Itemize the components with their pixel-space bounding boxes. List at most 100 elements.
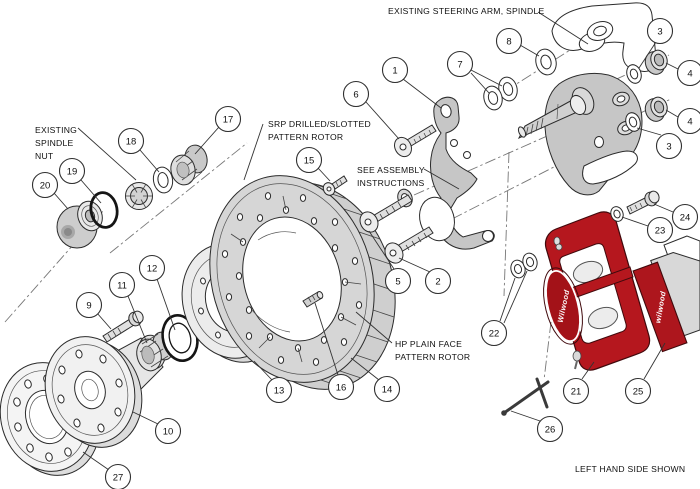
callout-number-15: 15 <box>304 155 315 166</box>
centerline <box>503 151 510 297</box>
callout-circle-3-btm <box>655 132 683 160</box>
callout-number-21: 21 <box>571 386 582 397</box>
callout-18: 18 <box>117 127 160 173</box>
hub-bolt <box>102 310 144 343</box>
callout-17: 17 <box>194 105 242 155</box>
callout-circle-27 <box>104 463 132 489</box>
callout-circle-5 <box>384 267 412 295</box>
callout-circle-11 <box>108 271 136 299</box>
callout-number-13: 13 <box>274 385 285 396</box>
callout-15: 15 <box>295 146 331 182</box>
callout-6: 6 <box>342 80 400 140</box>
callout-24: 24 <box>653 203 699 231</box>
callout-4-btm: 4 <box>665 107 700 135</box>
callout-circle-24 <box>671 203 699 231</box>
callout-20: 20 <box>31 171 69 210</box>
callout-11: 11 <box>108 271 148 344</box>
callout-5: 5 <box>368 230 412 295</box>
callout-22: 22 <box>480 270 528 347</box>
callout-circle-8 <box>495 27 523 55</box>
callout-circle-19 <box>58 157 86 185</box>
callout-26: 26 <box>510 410 564 443</box>
callout-number-4-top: 4 <box>687 68 692 79</box>
grease-seal <box>161 314 199 362</box>
callout-4-top: 4 <box>665 59 700 87</box>
label-leader <box>355 311 393 344</box>
callout-3-top: 3 <box>638 17 674 69</box>
shim-washers <box>510 252 538 279</box>
callout-circle-1 <box>381 56 409 84</box>
outer-bearing <box>170 144 208 186</box>
steering-knuckle <box>517 2 657 196</box>
callout-number-12: 12 <box>147 263 158 274</box>
callout-1: 1 <box>381 56 442 109</box>
cotter-pin <box>501 377 550 416</box>
callout-number-7: 7 <box>457 59 462 70</box>
callout-number-10: 10 <box>163 426 174 437</box>
hub <box>44 334 166 448</box>
callout-number-8: 8 <box>506 36 511 47</box>
callout-circle-22 <box>480 319 508 347</box>
callout-circle-9 <box>75 291 103 319</box>
callout-circle-12 <box>138 254 166 282</box>
spindle-washer <box>152 166 174 194</box>
callout-circle-4-top <box>676 59 700 87</box>
callout-number-16: 16 <box>336 382 347 393</box>
label-leader <box>423 168 460 190</box>
label-leader <box>243 123 264 181</box>
callout-number-23: 23 <box>655 225 666 236</box>
label-left-hand-side-shown: LEFT HAND SIDE SHOWN <box>575 464 685 474</box>
callout-12: 12 <box>138 254 176 331</box>
callout-number-24: 24 <box>680 212 691 223</box>
callout-circle-20 <box>31 171 59 199</box>
callout-9: 9 <box>75 291 112 330</box>
callout-number-1: 1 <box>392 65 397 76</box>
caliper: Wilwood <box>543 211 651 371</box>
callout-number-9: 9 <box>86 300 91 311</box>
brake-pads: wilwood <box>632 235 700 353</box>
callout-number-26: 26 <box>545 424 556 435</box>
callout-number-17: 17 <box>223 114 234 125</box>
callout-circle-7 <box>446 50 474 78</box>
callout-circle-15 <box>295 146 323 174</box>
label-existing-steering-arm-spindle: EXISTING STEERING ARM, SPINDLE <box>388 6 545 16</box>
callout-number-11: 11 <box>117 280 127 291</box>
callout-number-5: 5 <box>395 276 400 287</box>
callout-27: 27 <box>82 451 132 489</box>
callout-number-19: 19 <box>67 166 78 177</box>
callout-7: 7 <box>446 50 503 94</box>
callout-circle-6 <box>342 80 370 108</box>
callout-circle-14 <box>373 375 401 403</box>
callout-3-btm: 3 <box>636 127 683 160</box>
callout-circle-2 <box>424 267 452 295</box>
callout-13: 13 <box>253 360 293 404</box>
callout-25: 25 <box>624 342 666 405</box>
callout-number-3-btm: 3 <box>666 141 671 152</box>
callout-circle-16 <box>327 373 355 401</box>
callout-number-25: 25 <box>633 386 644 397</box>
spindle-nut <box>125 182 153 210</box>
callout-23: 23 <box>621 216 674 244</box>
label-leader <box>537 11 589 45</box>
rotor <box>209 175 396 390</box>
callout-circle-13 <box>265 376 293 404</box>
callout-2: 2 <box>398 257 452 295</box>
spindle-shaft <box>517 87 595 140</box>
callout-19: 19 <box>58 157 102 204</box>
mount-bolts <box>322 124 437 264</box>
callout-16: 16 <box>314 302 355 401</box>
callout-circle-10 <box>154 417 182 445</box>
callout-number-27: 27 <box>113 472 124 483</box>
callout-number-22: 22 <box>489 328 500 339</box>
caliper-bolt <box>610 190 660 222</box>
centerline <box>451 144 598 220</box>
o-ring <box>89 191 119 229</box>
dust-cap <box>56 200 103 249</box>
arm-washers <box>483 48 557 111</box>
